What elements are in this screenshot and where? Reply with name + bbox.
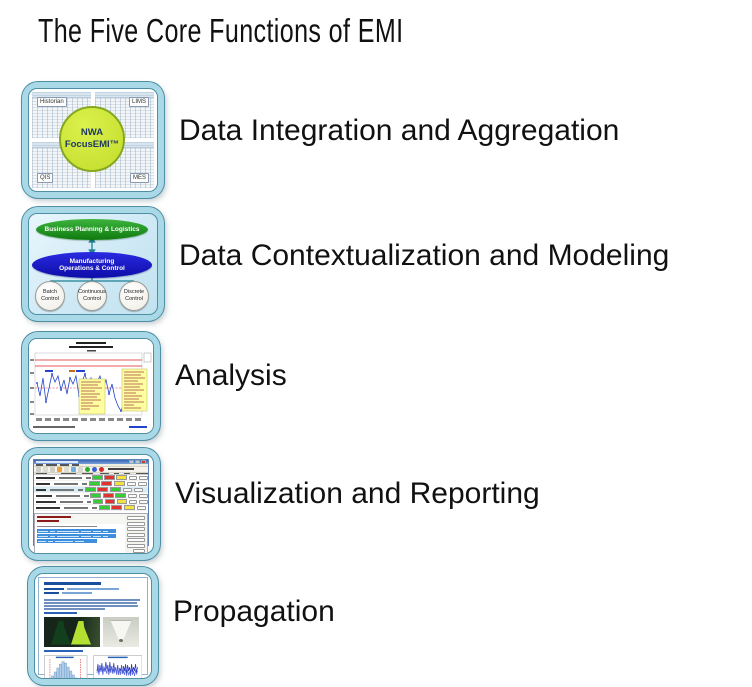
control-chart-svg — [29, 339, 153, 433]
report-document — [38, 577, 148, 678]
maximize-button — [135, 460, 140, 464]
toolbar-icon — [43, 466, 48, 472]
app-window — [33, 459, 149, 553]
thumbnail-visualization — [22, 448, 160, 560]
toolbar-blue-icon — [92, 466, 97, 472]
bottom-panel-header — [35, 514, 125, 524]
report-page — [34, 573, 152, 679]
toolbar-icon — [78, 466, 83, 472]
table-row — [34, 499, 148, 505]
bottom-panel — [34, 513, 148, 553]
thumbnail-data-contextualization: Business Planning & Logistics Manufactur… — [22, 207, 164, 321]
status-yellow — [116, 475, 127, 480]
panel-button — [127, 521, 145, 526]
manufacturing-operations-ellipse: Manufacturing Operations & Control — [32, 252, 152, 278]
label-data-contextualization: Data Contextualization and Modeling — [179, 238, 670, 272]
selected-list-row — [37, 534, 117, 538]
table-row — [34, 493, 148, 499]
label-data-integration: Data Integration and Aggregation — [179, 113, 620, 147]
toolbar-green-icon — [85, 466, 90, 472]
funnel-photo — [103, 616, 139, 647]
minimize-button — [129, 460, 134, 464]
control-chart — [28, 338, 154, 434]
toolbar-text — [108, 468, 134, 470]
report-link-line — [44, 611, 78, 614]
report-charts — [44, 654, 142, 678]
close-button — [141, 460, 146, 464]
panel-button — [127, 516, 145, 520]
row-analysis: Analysis — [22, 332, 669, 448]
discrete-control-circle: Discrete Control — [119, 281, 149, 311]
report-field-label — [44, 588, 64, 590]
row-data-contextualization: Business Planning & Logistics Manufactur… — [22, 207, 669, 332]
toolbar-icon — [64, 466, 69, 472]
report-photos — [44, 616, 142, 647]
report-field-label — [44, 592, 59, 594]
integration-diagram: Historian LIMS QIS MES NWA FocusEMI™ — [28, 88, 158, 192]
contextualization-diagram: Business Planning & Logistics Manufactur… — [28, 213, 158, 315]
toolbar — [34, 466, 148, 473]
source-label-lims: LIMS — [128, 97, 149, 107]
table-row — [34, 481, 148, 487]
label-analysis: Analysis — [175, 359, 287, 392]
report-link-line — [44, 649, 84, 652]
green-flask — [71, 620, 91, 645]
thumbnail-analysis — [22, 332, 160, 440]
table-row — [34, 505, 148, 511]
window-titlebar — [34, 460, 148, 464]
selected-list-row — [37, 539, 98, 543]
toolbar-icon — [50, 466, 55, 472]
toolbar-icon — [36, 466, 41, 472]
dark-flask — [51, 620, 71, 645]
panel-button — [133, 549, 145, 553]
slide-title: The Five Core Functions of EMI — [38, 12, 404, 49]
histogram-chart — [44, 654, 88, 678]
function-list: Historian LIMS QIS MES NWA FocusEMI™ Dat… — [22, 82, 669, 685]
side-button-column — [125, 514, 147, 553]
status-green — [92, 475, 103, 480]
report-field-value — [62, 592, 92, 594]
label-visualization: Visualization and Reporting — [175, 476, 540, 510]
source-label-mes: MES — [129, 173, 149, 183]
batch-control-circle: Batch Control — [35, 281, 65, 311]
report-title-line — [44, 582, 101, 585]
row-button — [139, 475, 148, 480]
row-propagation: Propagation — [22, 567, 669, 685]
source-label-qis: QIS — [37, 173, 54, 183]
dashboard-window — [28, 454, 154, 554]
thumbnail-data-integration: Historian LIMS QIS MES NWA FocusEMI™ — [22, 82, 164, 198]
business-planning-ellipse: Business Planning & Logistics — [36, 219, 148, 240]
panel-button — [127, 527, 145, 531]
row-button — [128, 475, 138, 480]
row-visualization: Visualization and Reporting — [22, 448, 669, 567]
table-row-selected — [34, 487, 148, 493]
toolbar-stop-icon — [99, 466, 104, 472]
row-data-integration: Historian LIMS QIS MES NWA FocusEMI™ Dat… — [22, 82, 669, 207]
toolbar-icon — [71, 466, 76, 472]
window-title-text — [36, 461, 78, 463]
toolbar-icon — [57, 466, 62, 472]
selected-list-row — [37, 529, 117, 533]
source-label-historian: Historian — [37, 97, 67, 107]
table-row — [34, 475, 148, 481]
panel-button — [127, 543, 145, 548]
menu-bar — [34, 464, 148, 467]
window-buttons — [129, 460, 146, 464]
label-propagation: Propagation — [173, 595, 335, 628]
thumbnail-propagation — [28, 567, 158, 685]
focus-emi-circle: NWA FocusEMI™ — [59, 106, 125, 172]
panel-button — [127, 538, 145, 542]
flasks-photo — [44, 616, 100, 647]
continuous-control-circle: Continuous Control — [77, 281, 107, 311]
report-field-value — [67, 588, 119, 590]
timeseries-chart — [92, 654, 142, 678]
status-red — [104, 475, 115, 480]
table-header — [34, 472, 148, 475]
selection-list — [35, 523, 125, 553]
panel-button — [127, 532, 145, 537]
